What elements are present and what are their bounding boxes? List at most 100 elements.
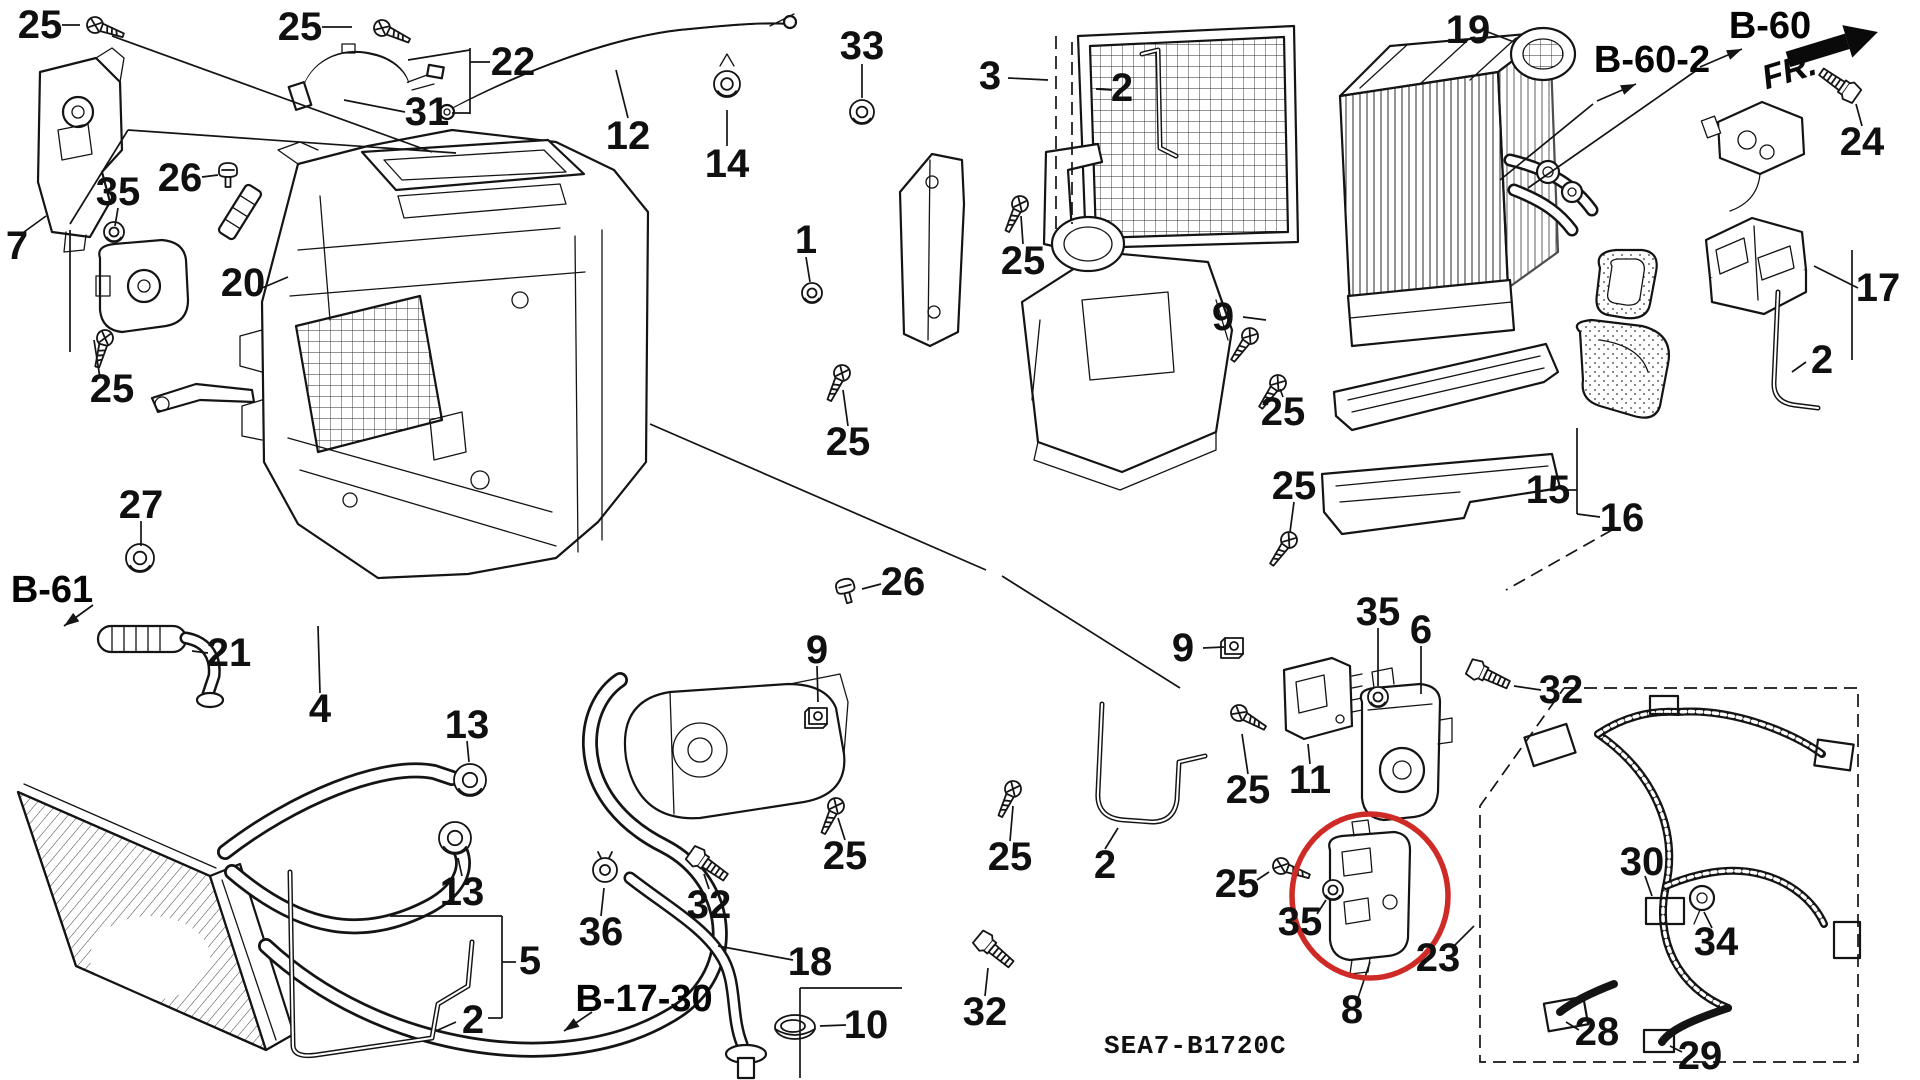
- part-label-32-44: 32: [687, 883, 732, 927]
- leader-line: [1289, 501, 1295, 533]
- leader-line: [1644, 875, 1653, 897]
- heater-core-5-drawing: [16, 783, 296, 1052]
- leader-line: [703, 873, 710, 890]
- bolt-glyph: [1818, 67, 1863, 104]
- part-label-9-23: 9: [1172, 626, 1194, 670]
- foam-collar-drawing: [1595, 248, 1658, 320]
- wire-harness-22-31-drawing: [287, 43, 445, 111]
- leader-line: [717, 945, 794, 961]
- part-label-16-14: 16: [1600, 496, 1645, 540]
- filter-3-drawing: [1076, 24, 1300, 250]
- drawing-code: SEA7-B1720C: [1104, 1031, 1287, 1061]
- part-label-4-40: 4: [309, 687, 332, 731]
- part-label-13-42: 13: [440, 870, 485, 914]
- part-label-25-56: 25: [90, 367, 135, 411]
- leader-line: [407, 49, 471, 61]
- part-label-24-11: 24: [1840, 120, 1885, 164]
- motor-actuator-drawing: [95, 238, 190, 334]
- leader-line: [1499, 103, 1594, 181]
- j-bracket-2-right-drawing: [1771, 289, 1821, 411]
- part-label-27-38: 27: [119, 483, 164, 527]
- part-label-25-1: 25: [278, 5, 323, 49]
- arrowhead-icon: [1726, 49, 1742, 60]
- ring-glyph: [849, 99, 875, 125]
- heater-hoses-4-drawing: [217, 672, 728, 1058]
- part-label-25-30: 25: [1215, 862, 1260, 906]
- ring-glyph: [1322, 879, 1344, 901]
- leader-line: [649, 423, 987, 571]
- leader-line: [201, 174, 219, 178]
- part-label-11-27: 11: [1289, 758, 1331, 802]
- ring-glyph: [103, 221, 125, 243]
- leader-line: [1020, 215, 1024, 245]
- ring-glyph: [438, 821, 472, 855]
- nut-glyph: [804, 707, 828, 729]
- screw-glyph: [1258, 374, 1287, 410]
- part-label-34-35: 34: [1694, 920, 1739, 964]
- wire-harness-23-drawing: [1523, 694, 1862, 1054]
- part-label-10-48: 10: [844, 1003, 889, 1047]
- leader-line: [437, 1021, 457, 1031]
- leader-line: [1241, 733, 1249, 775]
- screw-glyph: [1230, 327, 1259, 363]
- part-label-19-10: 19: [1446, 8, 1491, 52]
- harness-connectors: [1523, 694, 1862, 1054]
- leader-line: [1487, 31, 1515, 43]
- ref-label-b-60: B-60: [1729, 5, 1811, 47]
- part-label-14-5: 14: [705, 142, 750, 186]
- part-label-25-16: 25: [1261, 390, 1306, 434]
- drain-tray-15b-drawing: [1320, 452, 1562, 536]
- part-label-25-17: 25: [1272, 464, 1317, 508]
- leader-line: [1279, 388, 1284, 398]
- part-label-31-3: 31: [405, 90, 450, 134]
- bolt-glyph: [684, 845, 729, 882]
- leader-line: [114, 207, 119, 227]
- leader-line: [1669, 1045, 1683, 1053]
- leader-line: [861, 583, 882, 590]
- part-label-15-15: 15: [1526, 468, 1571, 512]
- leader-line: [819, 1024, 847, 1027]
- bracket-panel-drawing: [898, 152, 966, 348]
- leader-line: [805, 256, 811, 283]
- clip-glyph: [835, 577, 856, 605]
- part-label-25-50: 25: [823, 834, 868, 878]
- leader-line: [466, 740, 470, 763]
- part-label-25-0: 25: [18, 3, 63, 47]
- plug-glyph: [774, 1014, 816, 1040]
- grommet-14-stem: [719, 53, 735, 67]
- part-label-32-26: 32: [1539, 668, 1584, 712]
- leader-line: [816, 665, 819, 703]
- control-cable-12-drawing: [438, 13, 798, 121]
- leader-line: [111, 35, 433, 153]
- ref-label-b-60-2: B-60-2: [1594, 39, 1710, 81]
- part-label-33-6: 33: [840, 24, 885, 68]
- part-label-9-22: 9: [806, 628, 828, 672]
- sub-case-9-drawing: [1020, 231, 1234, 491]
- frame-2-top-drawing: [1139, 47, 1179, 159]
- ring-glyph: [453, 763, 487, 797]
- part-label-2-9: 2: [1111, 66, 1133, 110]
- part-label-2-29: 2: [1094, 843, 1116, 887]
- water-pipe-21-drawing: [96, 624, 225, 709]
- leader-line: [317, 625, 321, 694]
- leader-line: [1307, 743, 1311, 765]
- leader-line: [1256, 871, 1270, 881]
- part-label-36-43: 36: [579, 910, 624, 954]
- part-label-32-49: 32: [963, 990, 1008, 1034]
- leader-line: [1527, 69, 1698, 189]
- foot-duct-drawing: [623, 673, 849, 820]
- highlight-layer: [1289, 811, 1451, 981]
- part-label-29-37: 29: [1678, 1034, 1723, 1078]
- part-label-25-51: 25: [988, 835, 1033, 879]
- part-label-12-4: 12: [606, 114, 651, 158]
- screw-glyph: [1269, 531, 1298, 567]
- part-label-21-39: 21: [207, 631, 252, 675]
- part-label-6-25: 6: [1410, 608, 1432, 652]
- foam-elbow-drawing: [1575, 318, 1671, 419]
- screw-glyph: [826, 364, 851, 402]
- part-label-26-21: 26: [881, 560, 926, 604]
- oval-seal-drawing: [1050, 215, 1126, 273]
- part-label-30-34: 30: [1620, 840, 1665, 884]
- leader-line: [1451, 925, 1475, 949]
